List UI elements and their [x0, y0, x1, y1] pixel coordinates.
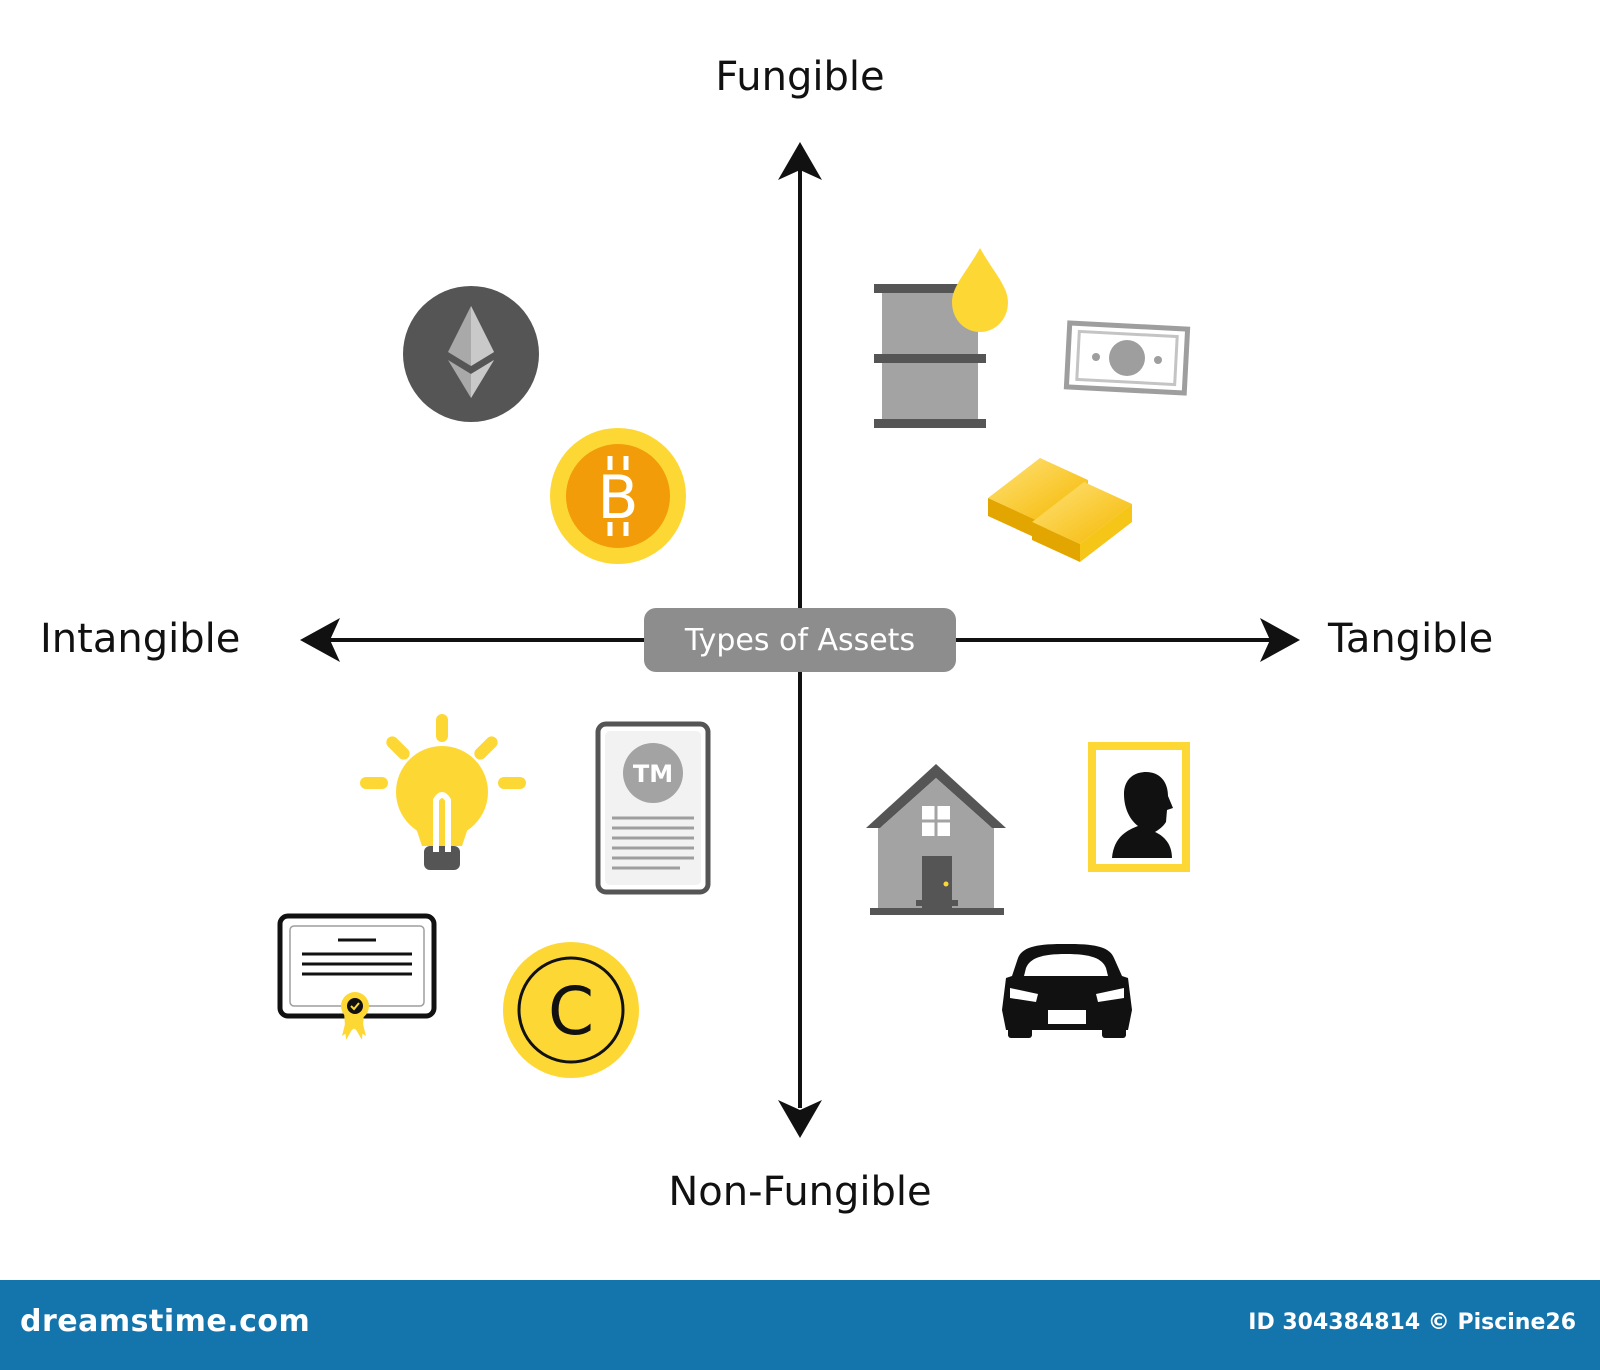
- footer-credit: ID 304384814 © Piscine26: [1248, 1310, 1576, 1335]
- bitcoin-icon: B: [550, 428, 686, 564]
- center-label-text: Types of Assets: [684, 623, 915, 658]
- trademark-document-icon: TM: [595, 721, 711, 895]
- portrait-frame-icon: [1088, 742, 1190, 872]
- axis-label-fungible: Fungible: [715, 54, 884, 100]
- car-icon: [1002, 944, 1132, 1038]
- house-icon: [866, 764, 1006, 915]
- footer-bar: dreamstime.com ID 304384814 © Piscine26: [0, 1280, 1600, 1370]
- axis-label-non-fungible: Non-Fungible: [668, 1169, 931, 1215]
- ethereum-icon: [403, 286, 539, 422]
- arrow-right-icon: [1260, 618, 1300, 662]
- arrow-left-icon: [300, 618, 340, 662]
- copyright-icon: C: [503, 942, 639, 1078]
- trademark-symbol: TM: [633, 760, 673, 788]
- footer-brand: dreamstime.com: [20, 1304, 311, 1339]
- axis-label-intangible: Intangible: [40, 616, 240, 662]
- bitcoin-symbol: B: [597, 463, 638, 533]
- arrow-up-icon: [778, 142, 822, 180]
- gold-bars-icon: [988, 458, 1132, 562]
- certificate-icon: [277, 913, 437, 1040]
- axis-label-tangible: Tangible: [1327, 616, 1493, 662]
- center-label: Types of Assets: [644, 608, 956, 672]
- oil-drop-icon: [952, 248, 1008, 332]
- banknote-icon: [1063, 320, 1191, 396]
- arrow-down-icon: [778, 1100, 822, 1138]
- asset-types-diagram: Fungible Non-Fungible Intangible Tangibl…: [40, 54, 1493, 1215]
- oil-barrel-icon: [874, 248, 1008, 428]
- lightbulb-icon: [360, 714, 526, 870]
- copyright-symbol: C: [548, 973, 594, 1050]
